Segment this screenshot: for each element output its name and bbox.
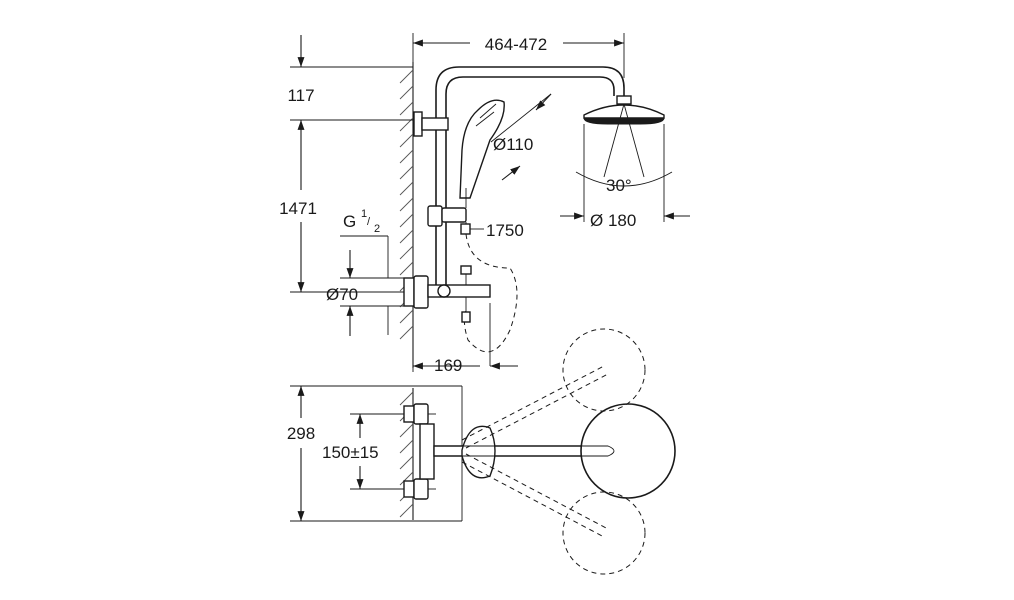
shower-hose — [463, 233, 518, 353]
spout-projection-label: 169 — [434, 356, 462, 375]
wall-connections — [403, 403, 436, 500]
swivel-range — [461, 328, 646, 575]
plan-depth-dimension: 298 — [287, 385, 463, 522]
head-shower-diameter-label: Ø 180 — [590, 211, 636, 230]
height-dimensions: 117 1471 — [279, 35, 413, 293]
plan-view: 298 150±15 — [287, 328, 676, 575]
hand-shower-diameter-label: Ø110 — [493, 135, 533, 154]
overall-height-label: 1471 — [279, 199, 317, 218]
hand-shower: Ø110 1750 — [459, 93, 552, 240]
upper-bracket — [413, 111, 423, 137]
spray-angle-label: 30° — [606, 176, 632, 195]
arm-projection-label: 464-472 — [485, 35, 547, 54]
mixer-diameter-dimension: Ø70 — [326, 250, 405, 336]
head-shower: 30° Ø 180 — [560, 95, 690, 230]
top-offset-label: 117 — [287, 86, 314, 105]
mixer-body-plan — [419, 423, 435, 480]
shower-column — [413, 66, 625, 290]
thread-fraction-denominator: 2 — [374, 223, 380, 235]
hand-shower-slider — [427, 205, 443, 227]
thread-dimension: G 1 / 2 — [340, 208, 389, 335]
inlet-centres-dimension: 150±15 — [322, 413, 405, 490]
head-shower-plan — [580, 403, 676, 499]
elevation-view: 464-472 117 1471 G 1 / 2 — [279, 33, 690, 375]
mixer-diameter-label: Ø70 — [326, 285, 358, 304]
inlet-centres-label: 150±15 — [322, 443, 379, 462]
hose-length-label: 1750 — [486, 221, 524, 240]
arm-projection-dimension: 464-472 — [412, 33, 625, 78]
wall-elevation — [399, 62, 414, 368]
thread-label: G — [343, 212, 356, 231]
svg-text:/: / — [367, 216, 371, 228]
plan-depth-label: 298 — [287, 424, 315, 443]
thread-fraction-numerator: 1 — [361, 208, 367, 220]
thermostat-mixer: 169 — [403, 265, 518, 375]
